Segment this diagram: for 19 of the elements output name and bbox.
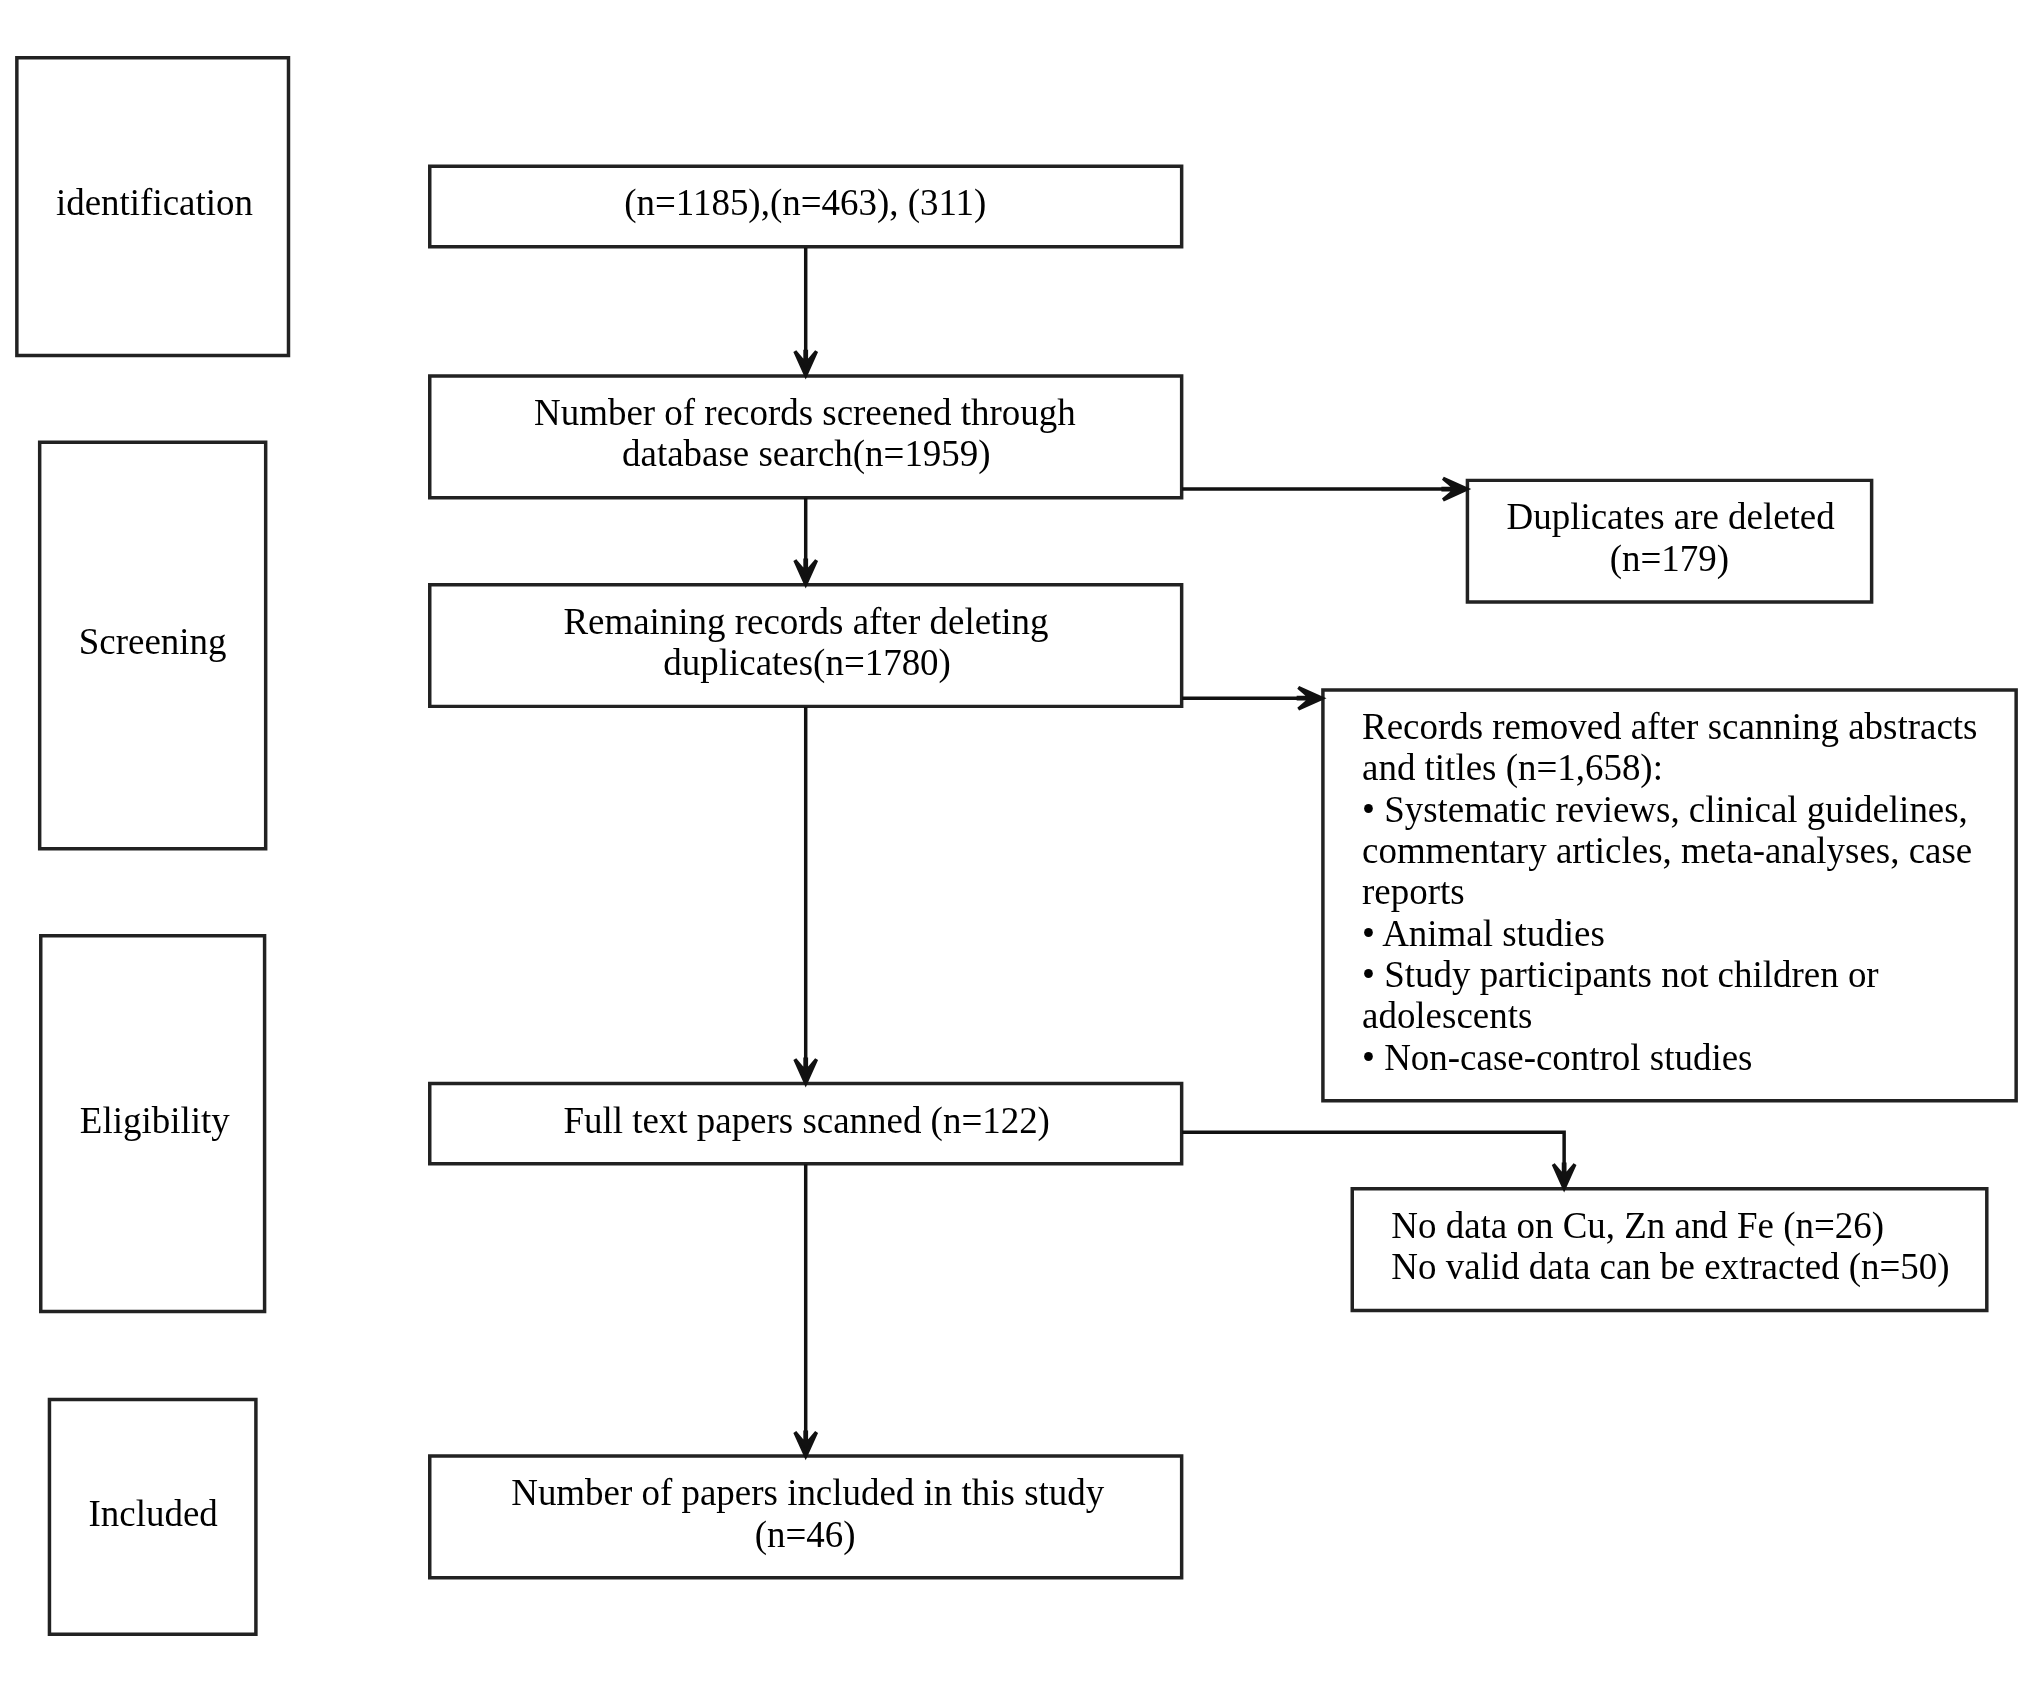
node-box: Full text papers scanned (n=122) [428, 1081, 1184, 1166]
arrow [793, 247, 819, 377]
arrow [1182, 685, 1325, 711]
arrow [1182, 1130, 1577, 1190]
arrow [793, 497, 819, 586]
node-box: Duplicates are deleted (n=179) [1465, 478, 1874, 604]
arrow [793, 1163, 819, 1458]
arrow [793, 706, 819, 1085]
node-box: Number of papers included in this study (n=46) [428, 1453, 1184, 1580]
node-box: (n=1185),(n=463), (311) [428, 164, 1184, 248]
arrow [1182, 476, 1469, 502]
node-box: No data on Cu, Zn and Fe (n=26) No valid data can be extracted (n=50) [1350, 1186, 1989, 1312]
node-box: Records removed after scanning abstracts and titles (n=1,658): • Systematic reviews, clinical guidelines, commentary articles, meta-analyses, case reports • Animal studies • Study participants not children or adolescents • Non-case-control studies [1321, 687, 2018, 1103]
node-box: Screening [37, 440, 268, 850]
node-box: Included [47, 1397, 258, 1636]
node-box: identification [15, 55, 291, 357]
node-box: Number of records screened through database search(n=1959) [428, 373, 1184, 499]
node-box: Remaining records after deleting duplicates(n=1780) [428, 582, 1184, 708]
node-box: Eligibility [39, 933, 267, 1313]
